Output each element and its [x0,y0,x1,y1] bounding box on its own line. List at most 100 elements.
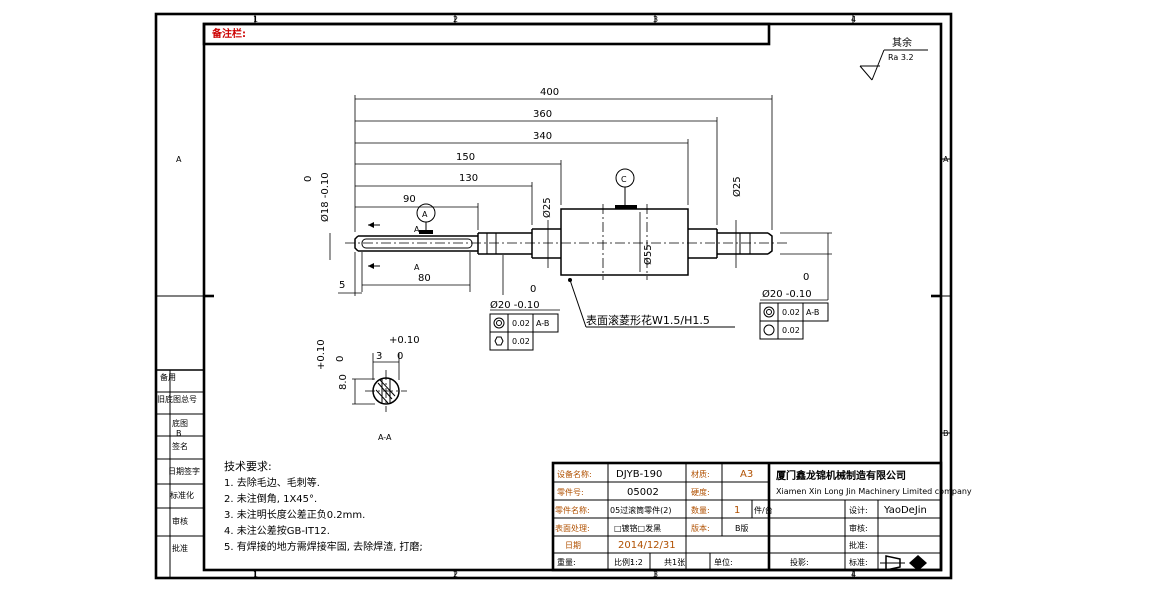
tb-proj-label: 投影: [790,557,809,567]
side-label: 标准化 [170,490,194,500]
tb-material-value: A3 [740,469,753,480]
tb-material-label: 材质: [691,469,710,479]
zone-letter: A [943,155,949,164]
side-label: 审核 [172,516,188,526]
dim-130: 130 [459,173,478,184]
roughness-value: Ra 3.2 [888,53,914,62]
tb-drawing-no-value: 05002 [627,487,659,498]
zone-number: 3 [653,570,658,579]
tol-left-cyl: 0.02 [512,337,530,346]
datum-a: A [422,210,428,219]
tol-left-runout: 0.02 [512,319,530,328]
dim-400: 400 [540,87,559,98]
drum-body [560,208,689,276]
tb-qty-unit: 件/台 [754,505,773,515]
tolerance-frame-right: 0.02 A-B 0.02 [759,302,829,340]
tb-date-label: 日期 [565,541,581,550]
tech-item: 3. 未注明长度公差正负0.2mm. [224,508,365,521]
tb-surface-label: 表面处理: [555,523,590,533]
tb-scale-value: 1:2 [630,558,643,567]
tb-part-name-label: 设备名称: [557,469,592,479]
side-label: 旧底图总号 [157,394,197,404]
tol-right-cyl: 0.02 [782,326,800,335]
dia-20-left-upper: 0 [530,284,536,295]
side-label: 批准 [172,543,188,553]
section-mark: A [414,225,420,234]
zone-letter: B [176,429,182,438]
zone-number: 4 [851,570,856,579]
tb-company-cn: 厦门鑫龙锦机械制造有限公司 [776,469,906,482]
zone-number: 2 [453,15,458,24]
dia-55: Ø55 [642,244,654,265]
dim-80: 80 [418,273,431,284]
dim-90: 90 [403,194,416,205]
dia-18: Ø18 -0.10 [319,172,331,222]
knurl-callout: 表面滚菱形花W1.5/H1.5 [568,278,735,328]
tol-left-ref: A-B [536,319,549,328]
section-view: +0.10 0 3 +0.10 0 8.0 A-A [316,335,420,442]
dim-360: 360 [533,109,552,120]
horizontal-dimensions: 400 360 340 150 130 90 80 5 [338,87,773,296]
tb-std-label: 标准: [849,557,868,567]
section-mark: A [414,263,420,272]
dim-340: 340 [533,131,552,142]
tech-item: 2. 未注倒角, 1X45°. [224,492,317,505]
tb-part-name-value: DJYB-190 [616,469,662,480]
zone-number: 1 [253,570,258,579]
tb-unit-label: 单位: [714,557,733,567]
datum-c: C [621,175,627,184]
tol-right-ref: A-B [806,308,819,317]
datum-markers: A C A A [368,168,637,272]
remark-bar [202,22,771,46]
side-label: 备用 [160,372,176,382]
tech-item: 5. 有焊接的地方需焊接牢固, 去除焊渣, 打磨; [224,540,423,553]
dia-20-left: Ø20 -0.10 [490,299,540,311]
key-vert-upper: +0.10 [316,339,327,370]
dia-25-right: Ø25 [731,176,743,197]
keyway [361,238,473,249]
tb-approve-label: 批准: [849,540,868,550]
dim-5: 5 [339,280,345,291]
title-block: 设备名称: DJYB-190 材质: A3 厦门鑫龙锦机械制造有限公司 Xiam… [551,461,972,572]
zone-number: 3 [653,15,658,24]
tb-weight-label: 重量: [557,557,576,567]
tb-qty-label: 数量: [691,505,710,515]
zone-letter: B [943,429,949,438]
key-width: 3 [376,351,382,362]
tb-qty-value: 1 [734,505,740,516]
tb-surface-value: □镀铬□发黑 [614,523,661,533]
dia-18-upper: 0 [303,176,314,182]
diameter-dimensions: Ø18 -0.10 0 Ø25 Ø55 Ø25 0 Ø20 -0.10 0 Ø2… [303,172,832,311]
tb-design-label: 设计: [849,505,868,515]
tb-scale-label: 比例: [614,557,633,567]
side-label: 日期签字 [168,466,200,476]
key-vert-base: 0 [335,356,346,362]
tb-date-value: 2014/12/31 [618,540,676,551]
tb-drawing-no-label: 零件号: [557,487,584,497]
dia-20-right: Ø20 -0.10 [762,288,812,300]
tolerance-frame-left: 0.02 A-B 0.02 [489,313,559,351]
projection-symbol-icon [880,555,927,571]
remark-label: 备注栏: [211,27,246,40]
tech-item: 4. 未注公差按GB-IT12. [224,524,330,537]
key-depth-tol: +0.10 [389,335,420,346]
tb-version-label: 版本: [691,523,710,533]
shaft-part [345,204,788,280]
zone-letter: A [176,155,182,164]
roughness-label: 其余 [892,36,912,49]
tb-company-en: Xiamen Xin Long Jin Machinery Limited co… [776,487,972,496]
dim-150: 150 [456,152,475,163]
zone-number: 2 [453,570,458,579]
side-panel: 备用 旧底图总号 底图 签名 日期签字 标准化 审核 批准 [156,369,204,578]
tb-hardness-label: 硬度: [691,487,710,497]
tb-sheet-label: 共1张 [664,558,685,567]
tech-requirements: 技术要求: 1. 去除毛边、毛刺等. 2. 未注倒角, 1X45°. 3. 未注… [224,460,423,553]
tb-part-value: 05过滚筒零件(2) [610,505,672,515]
dia-25-left: Ø25 [541,197,553,218]
tol-right-runout: 0.02 [782,308,800,317]
side-label: 签名 [172,441,188,451]
key-depth-base: 0 [397,351,403,362]
tb-part-label: 零件名称: [555,505,590,515]
tech-title: 技术要求: [224,460,272,473]
